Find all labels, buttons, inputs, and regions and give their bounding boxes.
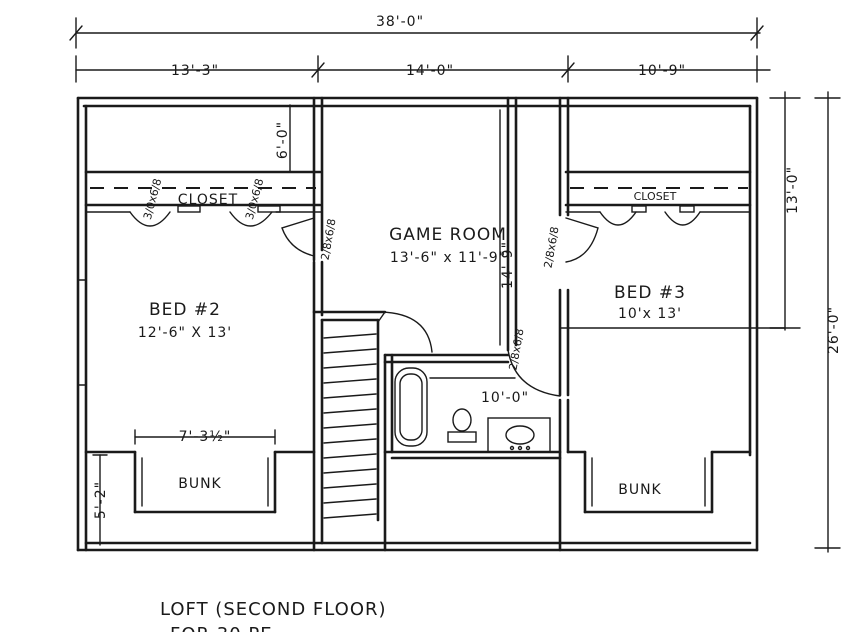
- game-room-size: 13'-6" x 11'-9": [390, 250, 506, 266]
- stair-tread: [323, 408, 377, 414]
- right-width-dimension: 10'-9": [638, 63, 686, 79]
- stair-tread: [323, 513, 377, 519]
- bunk-width-dimension: 7'-3½": [179, 429, 232, 445]
- closet-right-label: CLOSET: [634, 190, 677, 203]
- bunk-alcoves: [84, 429, 752, 546]
- closet-doors: [129, 205, 701, 227]
- bed3-door-label: 2/8x6/8: [542, 226, 562, 270]
- stair-tread: [323, 453, 377, 459]
- bunk-right-label: BUNK: [618, 482, 662, 498]
- stair-tread: [323, 483, 377, 489]
- exterior-walls: [76, 96, 759, 552]
- right-upper-depth-dimension: 13'-0": [785, 166, 801, 214]
- bed2-size: 12'-6" X 13': [138, 325, 232, 341]
- bunk-depth-dimension: 5'-2": [93, 481, 109, 519]
- left-width-dimension: 13'-3": [171, 63, 219, 79]
- closet-depth-dimension: 6'-0": [275, 121, 291, 159]
- bathroom-fixtures: [394, 367, 551, 453]
- overall-width-dimension: 38'-0": [376, 14, 424, 30]
- room-doors: [281, 217, 599, 397]
- closet-left-label: CLOSET: [178, 192, 238, 208]
- bed3-name: BED #3: [614, 283, 686, 303]
- plan-caption-line2: FOR 30 PE: [170, 624, 273, 632]
- stair-tread: [323, 378, 377, 384]
- stair-tread: [323, 393, 377, 399]
- overall-depth-dimension: 26'-0": [826, 306, 842, 354]
- bath-width-dimension: 10'-0": [481, 390, 529, 406]
- stair-tread: [323, 498, 377, 504]
- closet-door-b-label: 3/0x6/8: [243, 177, 266, 221]
- bunk-left-label: BUNK: [178, 476, 222, 492]
- stair-tread: [323, 468, 377, 474]
- stair-tread: [323, 363, 377, 369]
- stair-tread: [323, 333, 377, 339]
- hall-depth-dimension: 14'-9": [500, 241, 516, 289]
- staircase: [323, 333, 377, 519]
- bath-door-label: 2/8x6/8: [507, 328, 527, 372]
- center-width-dimension: 14'-0": [406, 63, 454, 79]
- game-room-name: GAME ROOM: [389, 225, 507, 245]
- stair-tread: [323, 423, 377, 429]
- closet-door-a-label: 3/0x6/8: [141, 177, 164, 221]
- bed3-size: 10'x 13': [618, 306, 682, 322]
- plan-caption: LOFT (SECOND FLOOR): [160, 599, 387, 620]
- interior-walls: [84, 96, 752, 552]
- bed2-name: BED #2: [149, 300, 221, 320]
- stair-tread: [323, 438, 377, 444]
- interior-dimension-lines: [289, 104, 786, 379]
- stair-tread: [323, 348, 377, 354]
- right-dimension-lines: [769, 91, 841, 553]
- top-dimension-lines: [69, 17, 771, 83]
